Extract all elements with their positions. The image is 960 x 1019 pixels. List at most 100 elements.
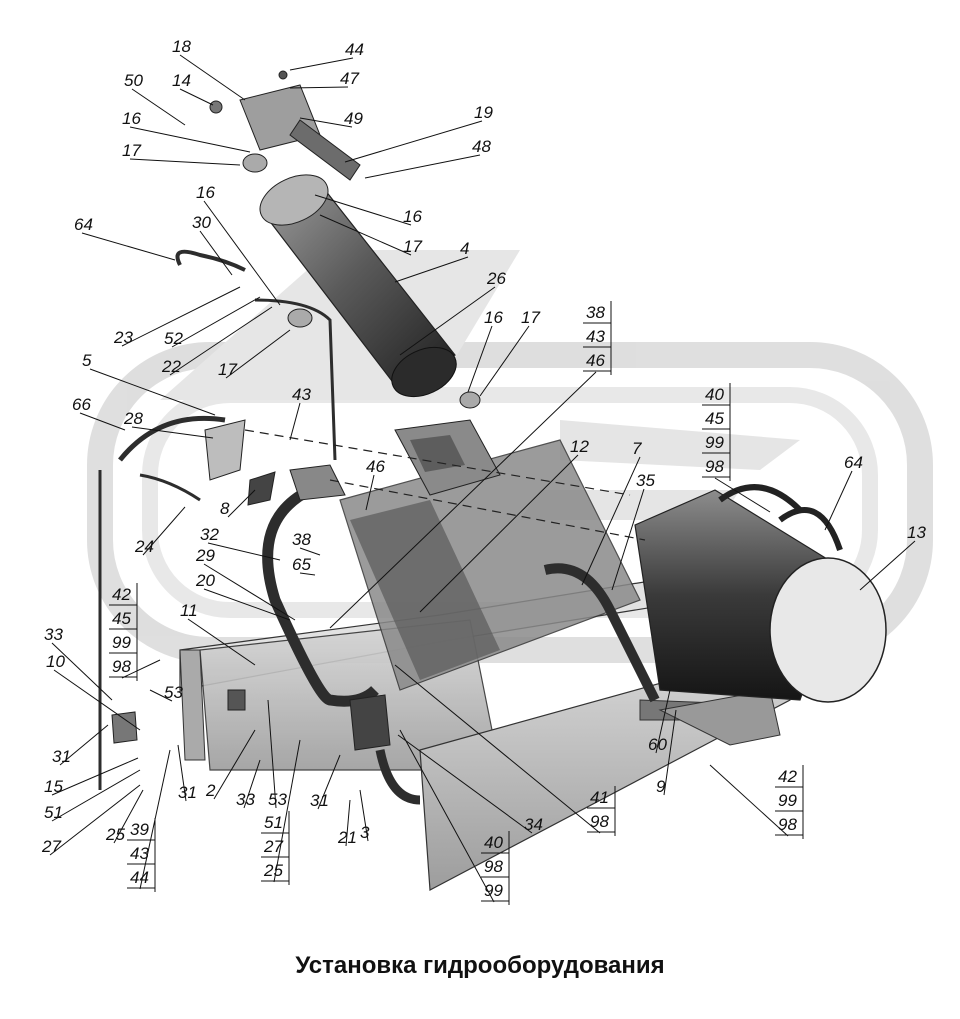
stack-leader-line [709, 764, 789, 837]
stack-item-98: 98 [705, 457, 724, 476]
leader-line-16 [203, 200, 281, 306]
callout-14: 14 [172, 71, 191, 90]
callout-16: 16 [196, 183, 215, 202]
leader-line-47 [289, 86, 349, 89]
callout-30: 30 [192, 213, 211, 232]
stack-item-99: 99 [112, 633, 131, 652]
leader-line-9 [663, 709, 677, 796]
callout-27: 27 [41, 837, 61, 856]
leader-line-35 [611, 488, 645, 591]
leader-line-20 [203, 588, 291, 621]
stack-item-45: 45 [705, 409, 724, 428]
callout-51: 51 [44, 803, 63, 822]
assembly-lines [244, 429, 646, 541]
stack-item-42: 42 [112, 585, 131, 604]
leader-line-10 [53, 669, 141, 731]
leader-line-48 [364, 154, 481, 179]
stack-leader-line [394, 664, 601, 834]
leader-line-50 [131, 88, 186, 126]
callout-53: 53 [268, 790, 287, 809]
callout-28: 28 [123, 409, 143, 428]
callout-5: 5 [82, 351, 92, 370]
leader-line-49 [299, 117, 353, 128]
leader-line-64 [81, 232, 176, 261]
stack-item-40: 40 [484, 833, 503, 852]
leader-line-11 [187, 618, 256, 666]
callout-48: 48 [472, 137, 491, 156]
callout-60: 60 [648, 735, 667, 754]
callout-9: 9 [656, 777, 666, 796]
leader-line-30 [199, 230, 233, 276]
stack-item-42: 42 [778, 767, 797, 786]
callout-64: 64 [844, 453, 863, 472]
callout-33: 33 [236, 790, 255, 809]
callout-31: 31 [310, 791, 329, 810]
callout-10: 10 [46, 652, 65, 671]
callout-21: 21 [337, 828, 357, 847]
callout-17: 17 [218, 360, 237, 379]
leader-line-64 [824, 470, 853, 531]
stack-item-98: 98 [484, 857, 503, 876]
stack-leader-line [329, 371, 597, 629]
valve-block [394, 419, 501, 496]
callout-43: 43 [292, 385, 311, 404]
leader-line-66 [79, 412, 126, 431]
leader-line-17 [319, 214, 412, 256]
callout-16: 16 [122, 109, 141, 128]
stack-item-41: 41 [590, 788, 609, 807]
callout-65: 65 [292, 555, 311, 574]
leader-line-17 [225, 329, 291, 379]
callout-23: 23 [113, 328, 133, 347]
callout-13: 13 [907, 523, 926, 542]
leader-line-60 [655, 689, 671, 754]
callout-20: 20 [195, 571, 215, 590]
leader-line-24 [142, 506, 186, 556]
oil-tank [634, 484, 887, 703]
stack-item-44: 44 [130, 868, 149, 887]
callout-3: 3 [360, 823, 370, 842]
callout-17: 17 [403, 237, 422, 256]
callout-26: 26 [486, 269, 506, 288]
leader-line-31 [317, 754, 341, 810]
callout-38: 38 [292, 530, 311, 549]
callout-44: 44 [345, 40, 364, 59]
callout-47: 47 [340, 69, 359, 88]
callout-35: 35 [636, 471, 655, 490]
callout-50: 50 [124, 71, 143, 90]
leader-line-51 [51, 769, 141, 822]
stack-item-39: 39 [130, 820, 149, 839]
stack-item-27: 27 [263, 837, 283, 856]
callout-7: 7 [632, 439, 642, 458]
callout-12: 12 [570, 437, 589, 456]
hydraulic-cylinder [239, 84, 457, 398]
callout-8: 8 [220, 499, 230, 518]
callout-29: 29 [195, 546, 215, 565]
hoses [98, 249, 660, 805]
leader-line-31 [59, 724, 109, 766]
callout-32: 32 [200, 525, 219, 544]
leader-line-12 [419, 454, 579, 613]
callout-15: 15 [44, 777, 63, 796]
leader-line-29 [203, 563, 296, 621]
callout-52: 52 [164, 329, 183, 348]
callout-25: 25 [105, 825, 125, 844]
callout-34: 34 [524, 815, 543, 834]
leader-lines [49, 54, 916, 856]
stack-item-99: 99 [484, 881, 503, 900]
leader-line-43 [289, 402, 301, 441]
leader-line-23 [121, 286, 241, 347]
callout-17: 17 [521, 308, 540, 327]
diagram-caption: Установка гидрооборудования [295, 952, 665, 979]
stack-item-25: 25 [263, 861, 283, 880]
callout-2: 2 [205, 781, 216, 800]
leader-line-52 [171, 296, 261, 348]
leader-line-32 [207, 542, 281, 561]
callout-17: 17 [122, 141, 141, 160]
stack-leader-line [139, 749, 171, 890]
